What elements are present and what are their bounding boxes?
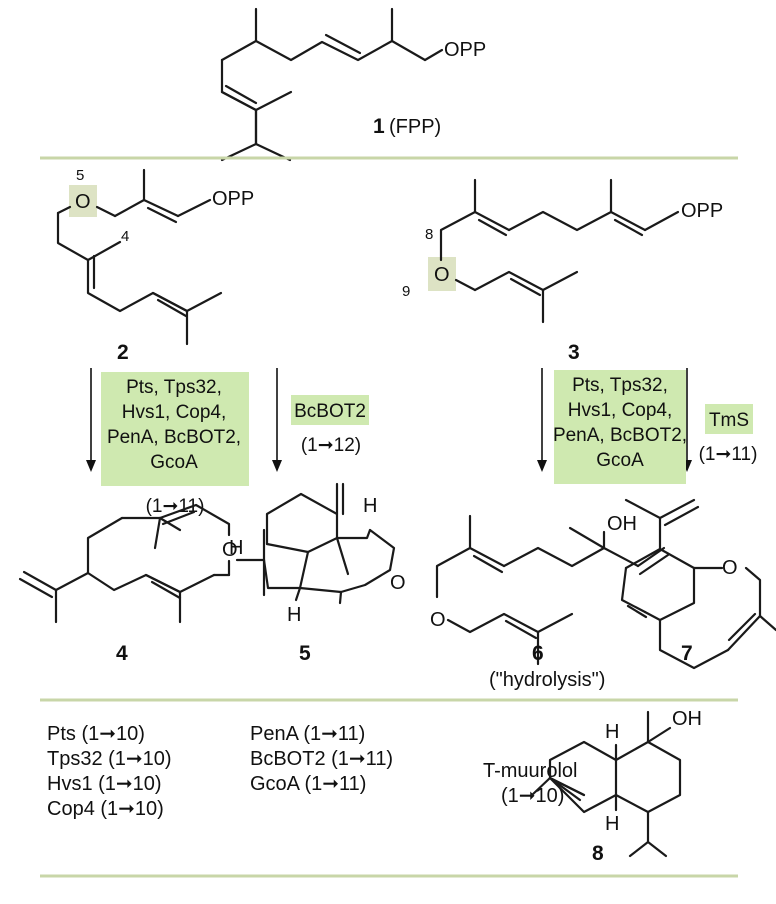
h-5-top: H (363, 495, 377, 517)
legend-col1-line-1: Pts (1➞10) (47, 723, 145, 745)
ratio-2: (1➞12) (301, 435, 361, 456)
oh-label-6: OH (607, 513, 637, 535)
compound-8-structure (530, 710, 682, 858)
enzyme-1-line-4: GcoA (150, 452, 198, 473)
label-4: 4 (121, 228, 129, 245)
compound-3-number: 3 (568, 341, 580, 364)
o-highlight-2 (69, 185, 97, 217)
compound-6-number: 6 (532, 642, 544, 665)
opp-label-3: OPP (681, 200, 723, 222)
legend-col2-line-2: BcBOT2 (1➞11) (250, 748, 393, 770)
h-8-top: H (605, 721, 619, 743)
h-5-bottom: H (287, 604, 301, 626)
compound-2-number: 2 (117, 341, 129, 364)
legend-col2-line-1: PenA (1➞11) (250, 723, 365, 745)
enzyme-3-line-1: Pts, Tps32, (572, 375, 668, 396)
opp-label-1: OPP (444, 39, 486, 61)
label-5: 5 (76, 167, 84, 184)
compound-5-number: 5 (299, 642, 311, 665)
compound-3-structure (439, 178, 680, 324)
h-8-bottom: H (605, 813, 619, 835)
compound-2-structure (56, 168, 223, 346)
label-9: 9 (402, 283, 410, 300)
oxygen-7: O (722, 557, 738, 579)
oxygen-3: O (434, 264, 450, 286)
oxygen-6: O (430, 609, 446, 631)
arrow-2-to-5 (272, 368, 282, 472)
compound-1-name: (FPP) (389, 116, 441, 138)
legend-col1-line-2: Tps32 (1➞10) (47, 748, 172, 770)
enzyme-4-line-1: TmS (709, 410, 749, 431)
enzyme-box-1 (101, 372, 249, 486)
enzyme-box-4 (705, 404, 753, 434)
compound-4-number: 4 (116, 642, 128, 665)
oxygen-4: O (222, 539, 238, 561)
h-5-left: H (229, 537, 243, 559)
legend-col3-line-2: (1➞10) (501, 785, 564, 807)
enzyme-2-line-1: BcBOT2 (294, 401, 366, 422)
legend-col2-line-3: GcoA (1➞11) (250, 773, 366, 795)
compound-1-structure (220, 7, 444, 162)
oxygen-5: O (390, 572, 406, 594)
enzyme-3-line-2: Hvs1, Cop4, (568, 400, 673, 421)
enzyme-3-line-3: PenA, BcBOT2, (553, 425, 687, 446)
compound-7-number: 7 (681, 642, 693, 665)
enzyme-1-line-1: Pts, Tps32, (126, 377, 222, 398)
compound-4-structure (18, 503, 231, 624)
o-highlight-3 (428, 257, 456, 291)
legend-col1-line-4: Cop4 (1➞10) (47, 798, 164, 820)
oxygen-2: O (75, 191, 91, 213)
arrow-2-to-4 (86, 368, 96, 472)
enzyme-1-line-2: Hvs1, Cop4, (122, 402, 227, 423)
label-8: 8 (425, 226, 433, 243)
compound-5-structure (235, 482, 396, 605)
arrow-3-to-6 (537, 368, 547, 472)
legend-col1-line-3: Hvs1 (1➞10) (47, 773, 162, 795)
compound-6-structure (435, 514, 670, 666)
enzyme-1-line-3: PenA, BcBOT2, (107, 427, 241, 448)
enzyme-3-line-4: GcoA (596, 450, 644, 471)
enzyme-box-2 (291, 395, 369, 425)
legend-col3-line-1: T-muurolol (483, 760, 577, 782)
compound-8-number: 8 (592, 842, 604, 865)
compound-7-structure (620, 498, 776, 670)
ratio-1: (1➞11) (146, 496, 205, 517)
hydrolysis-note: ("hydrolysis") (489, 669, 605, 691)
oh-label-8: OH (672, 708, 702, 730)
compound-1-number: 1 (373, 115, 385, 138)
enzyme-box-3b (554, 370, 686, 484)
opp-label-2: OPP (212, 188, 254, 210)
ratio-4: (1➞11) (699, 444, 758, 465)
